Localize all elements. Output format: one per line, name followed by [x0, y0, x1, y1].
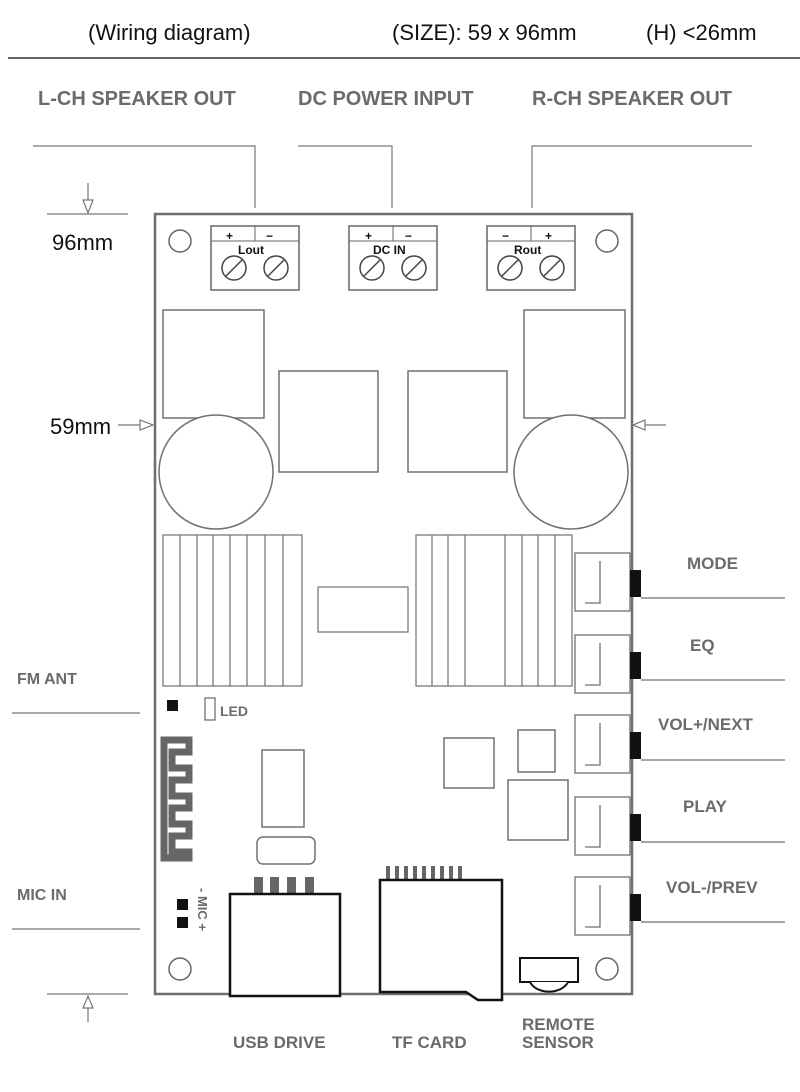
mic-pad-plus: [177, 917, 188, 928]
heat-sinks: [162, 534, 573, 687]
remote-sensor: [519, 957, 579, 993]
mic-pad-minus: [177, 899, 188, 910]
amp-chip-right: [407, 370, 508, 473]
lout-plus-sign: +: [226, 229, 233, 243]
right-capacitor: [513, 414, 629, 530]
l-ch-speaker-out-label: L-CH SPEAKER OUT: [38, 88, 236, 110]
dimension-lines: [47, 183, 666, 1022]
terminal-lout: [210, 225, 300, 291]
length-dimension: 96mm: [52, 230, 113, 255]
left-inductor: [162, 309, 265, 419]
top-leader-lines: [33, 145, 752, 208]
rout-plus-sign: +: [545, 229, 552, 243]
r-ch-speaker-out-label: R-CH SPEAKER OUT: [532, 88, 732, 110]
lout-minus-sign: −: [266, 229, 273, 243]
mode-label: MODE: [687, 554, 738, 573]
usb-port: [228, 877, 342, 998]
button-housings: [574, 552, 631, 936]
dc-in-label: DC IN: [373, 243, 406, 257]
rout-minus-sign: −: [502, 229, 509, 243]
board-height: (H) <26mm: [646, 20, 757, 45]
play-label: PLAY: [683, 797, 727, 816]
left-capacitor: [158, 414, 274, 530]
led-indicator: [204, 697, 216, 721]
mic-in-label: MIC IN: [17, 887, 67, 904]
usb-drive-label: USB DRIVE: [233, 1033, 326, 1052]
led-dot: [167, 700, 178, 711]
diagram-title: (Wiring diagram): [88, 20, 251, 45]
play-button[interactable]: [630, 814, 641, 841]
vol-plus-next-label: VOL+/NEXT: [658, 715, 754, 734]
mode-button[interactable]: [630, 570, 641, 597]
bluetooth-chip: [507, 779, 569, 841]
bluetooth-antenna: [160, 736, 193, 862]
rout-label: Rout: [514, 243, 541, 257]
mic-label: - MIC +: [195, 888, 210, 931]
middle-components: [256, 729, 569, 865]
terminal-dc-in: [348, 225, 438, 291]
button-leaders: [585, 561, 785, 928]
crystal-component: [261, 749, 305, 828]
amp-chip-left: [278, 370, 379, 473]
board-size: (SIZE): 59 x 96mm: [392, 20, 577, 45]
eq-label: EQ: [690, 636, 715, 655]
led-label: LED: [220, 703, 248, 719]
eq-button[interactable]: [630, 652, 641, 679]
dc-in-minus-sign: −: [405, 229, 412, 243]
tf-card-slot: [378, 866, 504, 1002]
sensor-label: SENSOR: [522, 1033, 594, 1052]
decoder-chip: [443, 737, 495, 789]
tf-card-label: TF CARD: [392, 1033, 467, 1052]
vol-minus-prev-label: VOL-/PREV: [666, 878, 758, 897]
vol-plus-next-button[interactable]: [630, 732, 641, 759]
upper-components: [158, 309, 629, 530]
lout-label: Lout: [238, 243, 264, 257]
vol-minus-prev-button[interactable]: [630, 894, 641, 921]
terminal-rout: [486, 225, 576, 291]
small-chip: [517, 729, 556, 773]
mounting-holes: [168, 229, 619, 981]
right-inductor: [523, 309, 626, 419]
oscillator-component: [256, 836, 316, 865]
remote-label: REMOTE: [522, 1015, 595, 1034]
fm-ant-label: FM ANT: [17, 671, 77, 688]
width-dimension: 59mm: [50, 414, 111, 439]
dc-power-input-label: DC POWER INPUT: [298, 88, 474, 110]
dc-in-plus-sign: +: [365, 229, 372, 243]
